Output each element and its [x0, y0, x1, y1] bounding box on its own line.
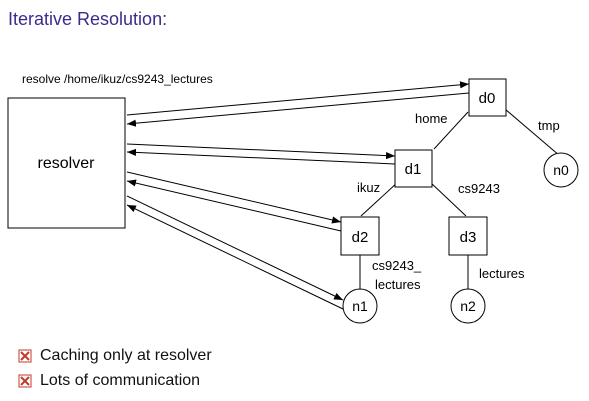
node-d0 [468, 78, 507, 117]
arrow-request-d1 [126, 143, 396, 160]
bullet-text: Caching only at resolver [40, 346, 212, 364]
node-d1 [394, 149, 433, 188]
arrow-request-n1 [126, 195, 344, 301]
node-n1 [342, 288, 378, 324]
node-n0 [543, 152, 579, 188]
resolver-label: resolver [38, 155, 96, 172]
bullet-cross-icon [18, 374, 32, 387]
edge-label-ikuz: ikuz [357, 180, 380, 195]
edge-cs9243 [429, 181, 467, 217]
node-d3-label: d3 [460, 229, 477, 246]
edge-label-cs9243-lectures-1: cs9243_ [372, 258, 422, 273]
bullet-text: Lots of communication [40, 371, 201, 389]
node-n2 [450, 288, 486, 324]
edge-tmp [504, 108, 561, 157]
edge-label-cs9243: cs9243 [458, 181, 500, 196]
edge-label-tmp: tmp [538, 118, 560, 133]
node-d2 [340, 216, 380, 256]
bullet-item: Caching only at resolver [18, 343, 212, 368]
edge-label-lectures: lectures [479, 266, 525, 281]
arrow-request-d2 [126, 171, 342, 224]
bullet-list: Caching only at resolver Lots of communi… [18, 343, 212, 393]
query-label: resolve /home/ikuz/cs9243_lectures [22, 72, 213, 86]
slide-title: Iterative Resolution: [8, 9, 168, 29]
resolver-box [7, 97, 126, 229]
arrow-reply-d0 [126, 92, 470, 127]
node-n0-label: n0 [553, 162, 569, 178]
arrow-reply-n1 [126, 204, 344, 310]
node-d3 [448, 216, 488, 256]
node-d0-label: d0 [479, 90, 496, 107]
edge-label-cs9243-lectures-2: lectures [375, 277, 421, 292]
node-d2-label: d2 [352, 229, 369, 246]
arrow-reply-d1 [126, 148, 396, 165]
bullet-item: Lots of communication [18, 368, 212, 393]
edge-ikuz [360, 181, 399, 217]
arrow-request-d0 [126, 81, 470, 116]
edge-home [433, 111, 469, 150]
node-d1-label: d1 [405, 161, 422, 178]
bullet-cross-icon [18, 349, 32, 362]
node-n2-label: n2 [460, 298, 476, 314]
node-n1-label: n1 [352, 298, 368, 314]
arrow-reply-d2 [126, 179, 342, 232]
edge-label-home: home [415, 111, 448, 126]
